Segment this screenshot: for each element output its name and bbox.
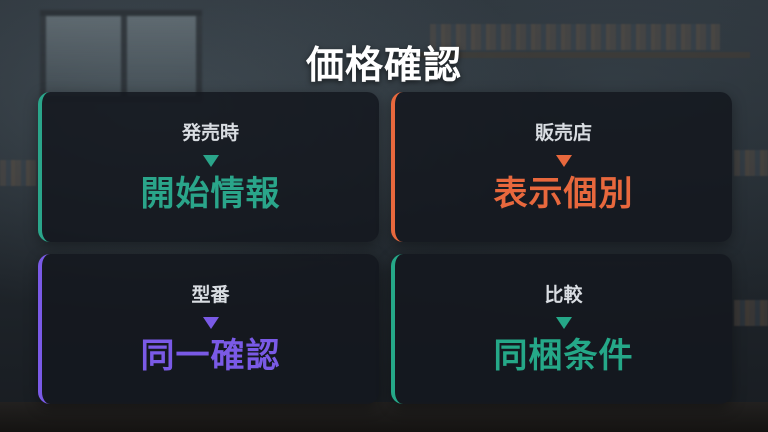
card-value: 同一確認 bbox=[140, 335, 281, 376]
background-bookshelf bbox=[430, 24, 720, 50]
card-value: 表示個別 bbox=[493, 173, 634, 214]
card-label: 発売時 bbox=[181, 121, 239, 144]
background-window bbox=[40, 10, 202, 102]
background-bookshelf bbox=[734, 300, 768, 326]
page-title: 価格確認 bbox=[305, 43, 462, 87]
card-label: 比較 bbox=[544, 283, 583, 306]
background-bookshelf bbox=[734, 150, 768, 176]
triangle-down-icon bbox=[202, 154, 219, 167]
card-value: 開始情報 bbox=[140, 173, 281, 214]
card-label: 型番 bbox=[191, 283, 230, 306]
background-shelf bbox=[420, 52, 750, 58]
triangle-down-icon bbox=[555, 154, 572, 167]
card-value: 同梱条件 bbox=[493, 335, 634, 376]
background-floor bbox=[0, 402, 768, 432]
card-grid: 発売時 開始情報 販売店 表示個別 型番 同一確認 比較 同梱条件 bbox=[38, 92, 732, 404]
triangle-down-icon bbox=[202, 316, 219, 329]
card-label: 販売店 bbox=[534, 121, 592, 144]
card-release-time: 発売時 開始情報 bbox=[38, 92, 379, 242]
background-bookshelf bbox=[0, 160, 36, 186]
triangle-down-icon bbox=[555, 316, 572, 329]
card-comparison: 比較 同梱条件 bbox=[391, 254, 732, 404]
card-retailer: 販売店 表示個別 bbox=[391, 92, 732, 242]
card-model-number: 型番 同一確認 bbox=[38, 254, 379, 404]
